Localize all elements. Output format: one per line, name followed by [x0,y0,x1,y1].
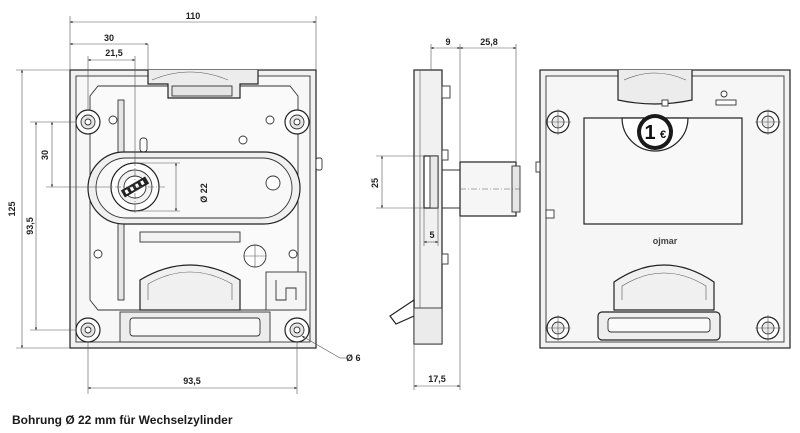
dim-21-5: 21,5 [105,48,123,58]
corner-hole-top-left [75,109,101,135]
side-dimensions: 9 25,8 25 5 17,5 [370,37,517,390]
front-dimensions: 110 30 21,5 125 93,5 30 Ø 22 93,5 [7,11,361,394]
dim-overall-height: 125 [7,201,17,216]
back-hole-top-left [545,109,571,135]
dim-25: 25 [370,178,380,188]
dim-hole-horizontal: 93,5 [183,376,201,386]
dim-overall-width: 110 [186,11,201,21]
corner-hole-bottom-right [284,317,310,343]
back-hole-bottom-left [545,315,571,341]
back-coin-flap [613,264,715,311]
dim-9: 9 [445,37,450,47]
side-view [389,69,521,345]
brand-logo: ojmar [653,236,678,246]
dim-30-left: 30 [40,150,50,160]
back-hole-bottom-right [755,315,781,341]
coin-currency: € [660,129,666,141]
caption: Bohrung Ø 22 mm für Wechselzylinder [12,413,233,427]
front-view [69,69,323,349]
dim-hole-vertical: 93,5 [25,217,35,235]
coin-badge: 1 € [637,114,673,150]
dim-30-top: 30 [104,33,114,43]
dim-5: 5 [429,230,434,240]
coin-label: 1 [644,122,655,144]
dim-17-5: 17,5 [428,374,446,384]
dim-hole-diameter: Ø 6 [346,353,361,363]
back-view: 1 € ojmar [535,69,791,349]
dim-bore-diameter: Ø 22 [199,183,209,203]
corner-hole-top-right [284,109,310,135]
corner-hole-bottom-left [75,317,101,343]
back-hole-top-right [755,109,781,135]
dim-25-8: 25,8 [480,37,498,47]
